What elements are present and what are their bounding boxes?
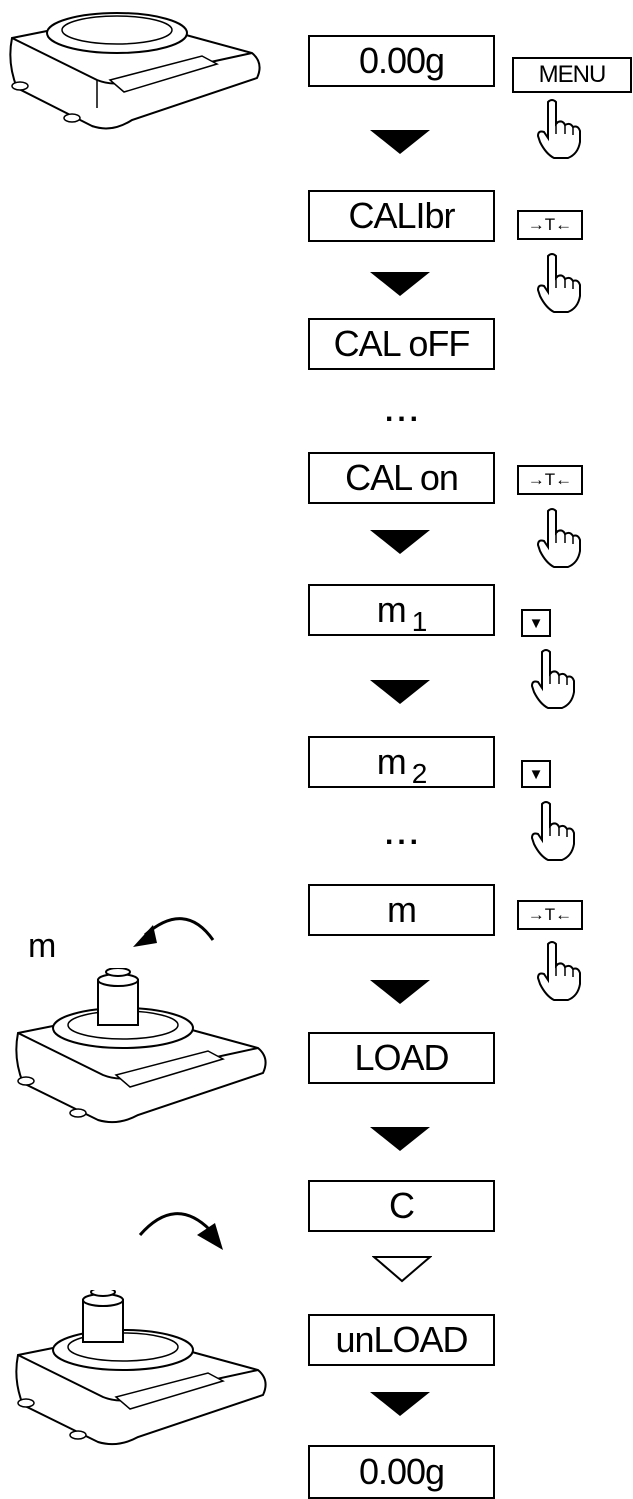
down-key-button[interactable]: ▼ — [521, 609, 551, 637]
scale-weight-removed-illustration — [15, 1290, 267, 1446]
display-m: m — [308, 884, 495, 936]
down-arrow-icon — [370, 130, 430, 154]
display-unload: unLOAD — [308, 1314, 495, 1366]
pointing-hand-icon — [536, 99, 581, 159]
mass-label: m — [28, 927, 57, 965]
display-m2-main: m — [376, 741, 407, 782]
pointing-hand-icon — [530, 801, 575, 861]
display-m2-subscript: 2 — [411, 758, 428, 789]
ellipsis: ... — [385, 395, 423, 428]
curved-arrow-load-icon — [133, 917, 215, 947]
down-arrow-icon — [370, 1127, 430, 1151]
display-m1-main: m — [376, 589, 407, 630]
down-key-button[interactable]: ▼ — [521, 760, 551, 788]
pointing-hand-icon — [536, 508, 581, 568]
pointing-hand-icon — [530, 649, 575, 709]
display-zero-end: 0.00g — [308, 1445, 495, 1499]
pointing-hand-icon — [536, 941, 581, 1001]
display-calibr: CALIbr — [308, 190, 495, 242]
scale-empty-illustration — [9, 12, 261, 130]
hollow-down-arrow-icon — [372, 1256, 432, 1283]
pointing-hand-icon — [536, 253, 581, 313]
down-arrow-icon — [370, 272, 430, 296]
display-cal-off: CAL oFF — [308, 318, 495, 370]
curved-arrow-unload-icon — [138, 1212, 223, 1250]
down-arrow-icon — [370, 1392, 430, 1416]
display-cal-on: CAL on — [308, 452, 495, 504]
display-c: C — [308, 1180, 495, 1232]
display-zero-start: 0.00g — [308, 35, 495, 87]
display-m1-subscript: 1 — [411, 606, 428, 637]
display-load: LOAD — [308, 1032, 495, 1084]
tare-key-button[interactable]: →T← — [517, 210, 583, 240]
down-arrow-icon — [370, 680, 430, 704]
ellipsis: ... — [385, 818, 423, 851]
scale-with-weight-illustration — [15, 968, 267, 1124]
tare-key-button[interactable]: →T← — [517, 900, 583, 930]
down-arrow-icon — [370, 530, 430, 554]
menu-key-button[interactable]: MENU — [512, 57, 632, 93]
down-arrow-icon — [370, 980, 430, 1004]
tare-key-button[interactable]: →T← — [517, 465, 583, 495]
